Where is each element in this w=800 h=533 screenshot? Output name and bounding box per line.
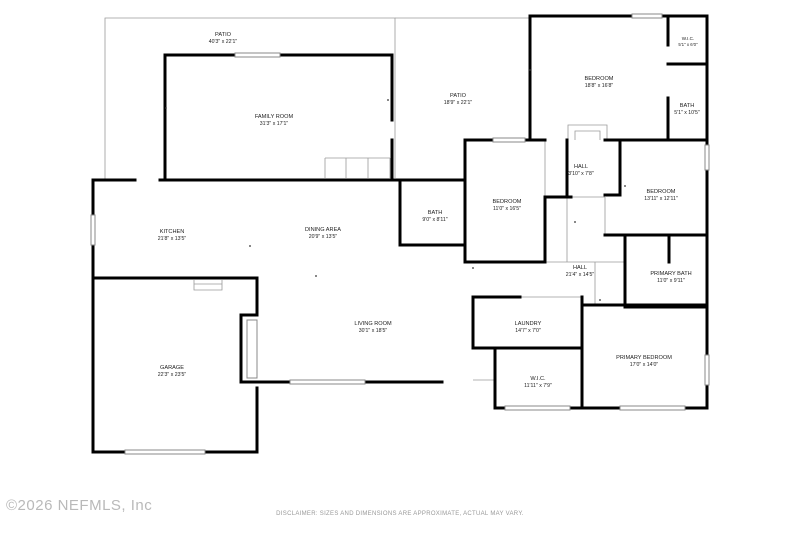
room-name: BEDROOM [493,199,522,205]
room-name: W.I.C. [682,36,695,41]
disclaimer-text: DISCLAIMER: SIZES AND DIMENSIONS ARE APP… [276,511,524,517]
room-name: DINING AREA [305,227,341,233]
room-dim: 20'9" x 13'5" [309,234,338,240]
room-name: BEDROOM [647,189,676,195]
room-name: HALL [573,265,587,271]
room-dim: 9'0" x 8'11" [422,217,447,223]
room-dim: 11'0" x 9'11" [657,278,685,284]
walls [91,14,709,454]
room-name: GARAGE [160,365,184,371]
room-name: PATIO [215,32,232,38]
room-name: BATH [428,210,443,216]
room-name: FAMILY ROOM [255,114,294,120]
room-name: LAUNDRY [515,321,542,327]
room-name: PATIO [450,93,467,99]
room-dim: 11'11" x 7'9" [524,383,552,389]
marker-dots [165,69,626,301]
room-dim: 18'8" x 16'8" [585,83,614,89]
room-dim: 31'3" x 17'1" [260,121,289,127]
room-dim: 11'0" x 16'5" [493,206,521,212]
room-labels: PATIO 40'3" x 22'1" FAMILY ROOM 31'3" x … [158,32,700,389]
room-dim: 22'3" x 23'5" [158,372,187,378]
room-dim: 40'3" x 22'1" [209,39,238,45]
room-dim: 30'1" x 18'5" [359,328,388,334]
room-name: LIVING ROOM [354,321,392,327]
room-name: KITCHEN [160,229,185,235]
room-dim: 13'11" x 12'11" [644,196,678,202]
room-name: BATH [680,103,695,109]
room-dim: 18'9" x 22'1" [444,100,473,106]
room-name: W.I.C. [530,376,546,382]
room-dim: 21'4" x 14'5" [566,272,595,278]
room-dim: 21'8" x 13'5" [158,236,187,242]
room-name: PRIMARY BEDROOM [616,355,672,361]
windows [90,13,710,455]
room-name: PRIMARY BATH [650,271,691,277]
room-dim: 5'1" x 6'0" [678,42,698,47]
room-name: BEDROOM [585,76,614,82]
room-dim: 14'7" x 7'0" [515,328,541,334]
room-dim: 17'0" x 14'0" [630,362,659,368]
room-name: HALL [574,164,588,170]
room-dim: 5'1" x 10'5" [674,110,700,116]
copyright-watermark: ©2026 NEFMLS, Inc [6,497,153,514]
room-dim: 3'10" x 7'8" [568,171,594,177]
